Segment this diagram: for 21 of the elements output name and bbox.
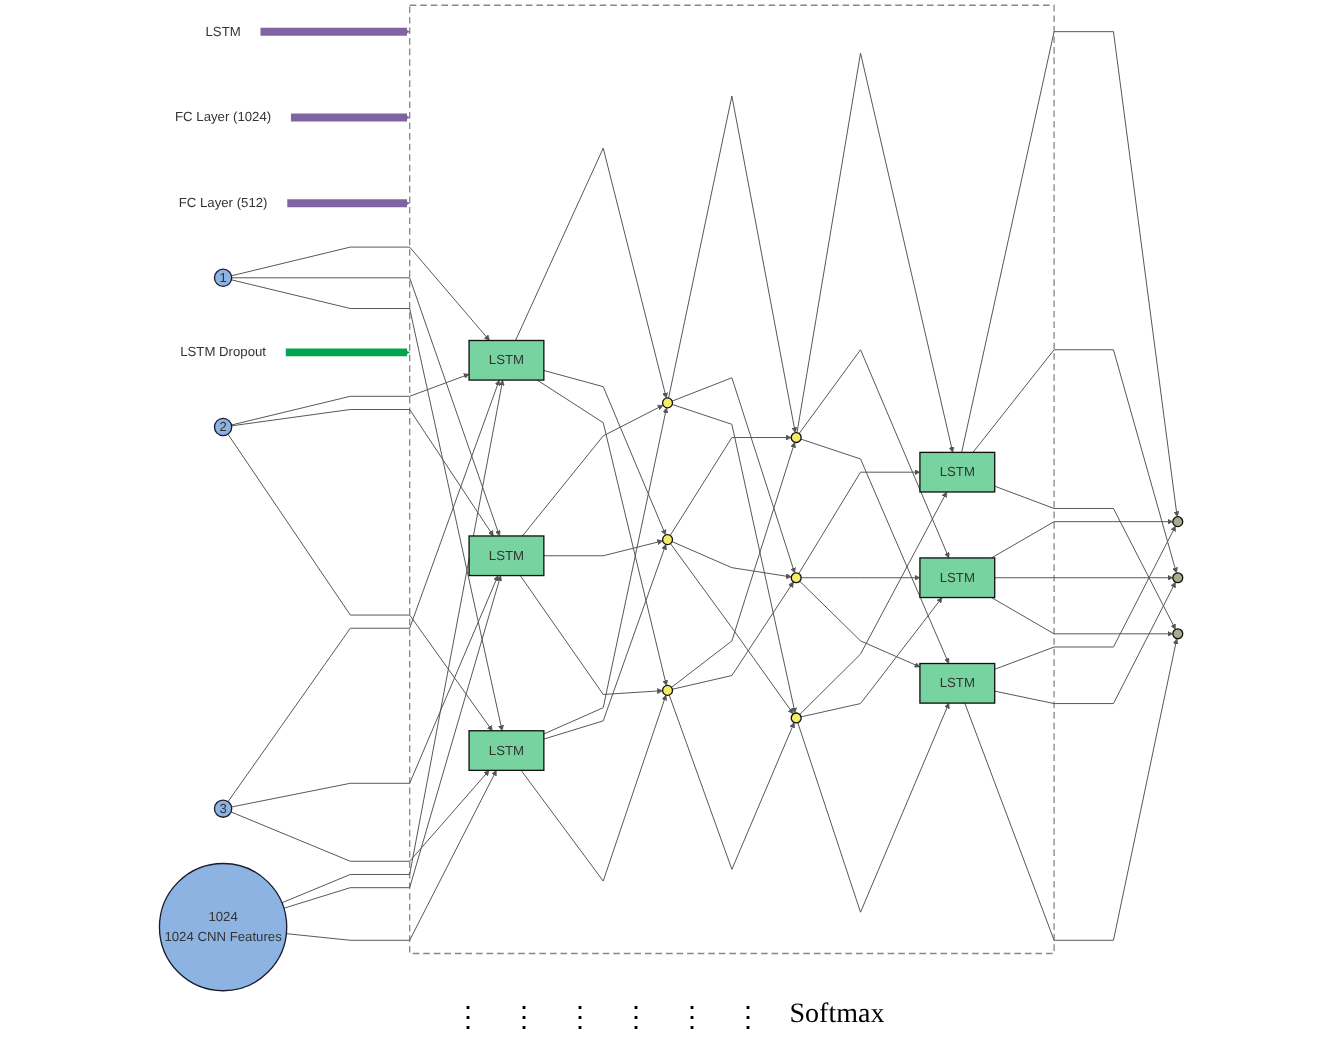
note-label: Softmax (789, 1000, 885, 1034)
note-label: ⋮ (509, 1002, 538, 1036)
arrow (287, 199, 410, 208)
node-circle (1172, 572, 1184, 584)
note-label: ⋮ (677, 1002, 706, 1036)
node-circle (661, 684, 674, 696)
note-label: ⋮ (621, 1002, 650, 1036)
arrow (260, 27, 410, 36)
node-circle (1172, 628, 1184, 640)
node-circle (1172, 516, 1184, 528)
node-circle (661, 397, 674, 409)
node-circle (790, 572, 802, 584)
note-label: ⋮ (453, 1002, 482, 1036)
note-label: ⋮ (565, 1002, 594, 1036)
node-circle (790, 712, 802, 724)
note-label: ⋮ (733, 1002, 762, 1036)
node-circle (661, 534, 674, 546)
arrow (285, 348, 410, 357)
node-circle (790, 431, 802, 444)
arrow (290, 113, 410, 122)
cluster (409, 4, 1055, 955)
